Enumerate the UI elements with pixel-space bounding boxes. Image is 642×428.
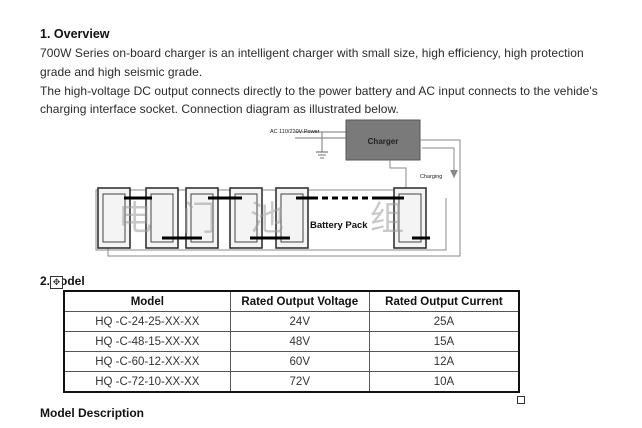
overview-heading: 1. Overview [40, 27, 110, 41]
voltage-cell: 72V [229, 371, 370, 393]
watermark-char: 组 [370, 199, 404, 239]
battery-pack-label: Battery Pack [310, 220, 368, 231]
watermark-char: 电 [118, 199, 152, 239]
voltage-cell: 48V [229, 331, 370, 352]
watermark-char: 池 [250, 199, 284, 239]
column-header-current: Rated Output Current [368, 290, 520, 312]
table-row: HQ -C-72-10-XX-XX 72V 10A [63, 371, 520, 393]
table-row: HQ -C-24-25-XX-XX 24V 25A [63, 311, 520, 332]
table-row: HQ -C-60-12-XX-XX 60V 12A [63, 351, 520, 372]
overview-paragraph-line: grade and high seismic grade. [40, 65, 203, 79]
model-cell: HQ -C-72-10-XX-XX [63, 371, 231, 393]
current-cell: 15A [368, 331, 520, 352]
overview-paragraph-line: 700W Series on-board charger is an intel… [40, 46, 584, 60]
model-cell: HQ -C-24-25-XX-XX [63, 311, 231, 332]
model-cell: HQ -C-60-12-XX-XX [63, 351, 231, 372]
watermark-char: 门 [182, 199, 216, 239]
charging-label: Charging [420, 174, 442, 180]
column-header-model: Model [63, 290, 231, 312]
voltage-cell: 60V [229, 351, 370, 372]
table-row: HQ -C-48-15-XX-XX 48V 15A [63, 331, 520, 352]
charger-label: Charger [368, 137, 399, 146]
column-header-voltage: Rated Output Voltage [229, 290, 370, 312]
table-move-handle-icon[interactable]: ✥ [50, 276, 63, 289]
overview-paragraph-line: charging interface socket. Connection di… [40, 102, 399, 116]
ac-power-label: AC 110/220V Power [270, 129, 320, 135]
connection-diagram: AC 110/220V Power Charger Charging Batte… [90, 118, 466, 260]
table-resize-handle[interactable] [517, 396, 525, 404]
current-cell: 12A [368, 351, 520, 372]
overview-paragraph-line: The high-voltage DC output connects dire… [40, 84, 598, 98]
current-cell: 25A [368, 311, 520, 332]
model-description-heading: Model Description [40, 406, 145, 420]
table-header-row: Model Rated Output Voltage Rated Output … [63, 290, 520, 312]
model-table: Model Rated Output Voltage Rated Output … [63, 290, 520, 393]
voltage-cell: 24V [229, 311, 370, 332]
current-cell: 10A [368, 371, 520, 393]
model-cell: HQ -C-48-15-XX-XX [63, 331, 231, 352]
